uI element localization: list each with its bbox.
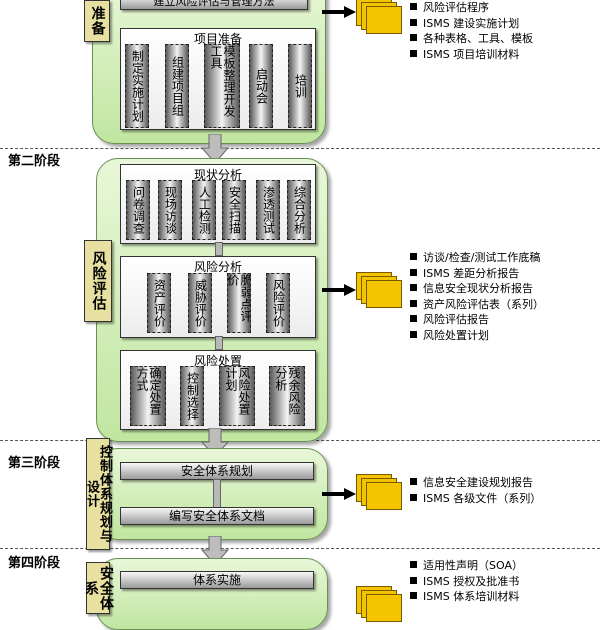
stage2-item: 风险处置计划 (219, 366, 255, 426)
panel-title: 风险处置 (193, 354, 242, 368)
phase-separator (0, 148, 600, 149)
list-item: 资产风险评估表（系列） (410, 297, 544, 313)
list-item: ISMS 体系培训材料 (410, 589, 523, 605)
panel-title: 现状分析 (193, 168, 242, 182)
list-item: 各种表格、工具、模板 (410, 31, 533, 47)
stage1-top-bar: 建立风险评估与管理方法 (120, 0, 308, 10)
stage1-item: 模板整理开发工具 (204, 44, 240, 128)
list-item: ISMS 各级文件（系列） (410, 491, 541, 507)
stage2-item: 资产评价 (147, 273, 171, 333)
down-arrow (212, 242, 224, 256)
right-arrow (322, 284, 356, 296)
stage2-item: 脆弱点评价 (227, 273, 251, 333)
down-arrow (200, 536, 230, 566)
deliverables-list-4: 适用性声明（SOA） ISMS 授权及批准书 ISMS 体系培训材料 (410, 558, 523, 605)
phase-label-4: 第四阶段 (8, 556, 61, 571)
document-stack-icon (356, 272, 402, 308)
list-item: ISMS 授权及批准书 (410, 574, 523, 590)
stage3-bar: 编写安全体系文档 (120, 507, 314, 525)
phase-separator (0, 548, 600, 549)
deliverables-list-3: 信息安全建设规划报告 ISMS 各级文件（系列） (410, 475, 541, 506)
deliverables-list-2: 访谈/检查/测试工作底稿 ISMS 差距分析报告 信息安全现状分析报告 资产风险… (410, 250, 544, 343)
stage1-item: 启动会 (249, 44, 273, 128)
stage2-item: 残余风险分析 (269, 366, 305, 426)
list-item: 风险处置计划 (410, 328, 544, 344)
stage4-container (96, 558, 328, 630)
stage2-item: 控制选择 (180, 366, 204, 426)
stage3-label: 控制体系规划与设计 (84, 438, 112, 550)
document-stack-icon (356, 0, 402, 34)
phase-label-3: 第三阶段 (8, 456, 61, 471)
stage2-item: 安全扫描 (222, 180, 246, 240)
list-item: 信息安全现状分析报告 (410, 281, 544, 297)
right-arrow (322, 488, 356, 500)
document-stack-icon (356, 586, 402, 622)
stage1-item: 培训 (288, 44, 312, 128)
phase-label-2: 第二阶段 (8, 154, 61, 169)
stage2-item: 问卷调查 (126, 180, 150, 240)
stage2-item: 人工检测 (192, 180, 216, 240)
stage1-item: 制定实施计划 (125, 44, 149, 128)
down-arrow (200, 134, 230, 164)
list-item: 适用性声明（SOA） (410, 558, 523, 574)
stage1-item: 组建项目组 (165, 44, 189, 128)
deliverables-list-1: 风险评估程序 ISMS 建设实施计划 各种表格、工具、模板 ISMS 项目培训材… (410, 0, 533, 62)
right-arrow (322, 6, 356, 18)
down-arrow (210, 479, 222, 508)
list-item: 信息安全建设规划报告 (410, 475, 541, 491)
stage4-bar: 体系实施 (120, 571, 314, 589)
panel-title: 风险分析 (193, 260, 242, 274)
stage2-item: 渗透测试 (256, 180, 280, 240)
document-stack-icon (356, 474, 402, 510)
stage2-label: 风险评估 (84, 240, 112, 322)
stage2-item: 现场访谈 (158, 180, 182, 240)
list-item: 风险评估程序 (410, 0, 533, 16)
stage2-item: 确定处置方式 (130, 366, 166, 426)
stage1-label: 准备 (84, 0, 110, 42)
list-item: ISMS 建设实施计划 (410, 16, 533, 32)
panel-title: 项目准备 (193, 32, 242, 46)
down-arrow (212, 336, 224, 350)
list-item: 访谈/检查/测试工作底稿 (410, 250, 544, 266)
list-item: ISMS 项目培训材料 (410, 47, 533, 63)
list-item: 风险评估报告 (410, 312, 544, 328)
stage2-item: 风险评价 (266, 273, 290, 333)
stage3-bar: 安全体系规划 (120, 462, 314, 480)
stage2-item: 威胁评价 (188, 273, 212, 333)
stage2-item: 综合分析 (287, 180, 311, 240)
list-item: ISMS 差距分析报告 (410, 266, 544, 282)
stage4-label: 安全体系 (83, 562, 114, 614)
